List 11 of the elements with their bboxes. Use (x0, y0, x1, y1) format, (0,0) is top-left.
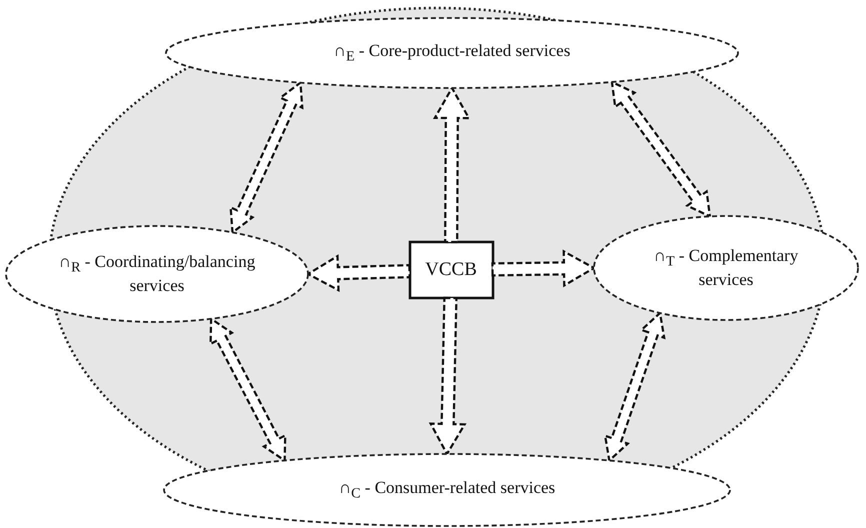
double-block-arrow (604, 310, 666, 463)
block-arrow (428, 296, 467, 456)
service-label: ∩$_{T}$ - Complementary services (652, 246, 800, 290)
service-label: ∩$_{R}$ - Coordinating/balancing services (58, 252, 256, 296)
service-label: ∩$_{E}$ - Core-product-related services (334, 40, 570, 66)
double-block-arrow (610, 80, 712, 218)
block-arrow (491, 250, 596, 288)
double-block-arrow (229, 80, 304, 235)
block-arrow (432, 86, 471, 244)
service-label: ∩$_{C}$ - Consumer-related services (338, 478, 556, 502)
box-label: VCCB (425, 258, 477, 282)
